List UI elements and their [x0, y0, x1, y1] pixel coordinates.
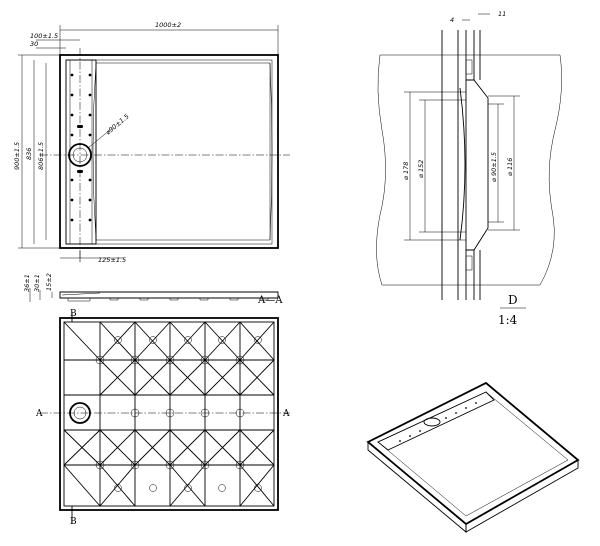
detail-dim-top-left: 4 [450, 16, 454, 24]
tray-bottom-outline [59, 317, 279, 511]
label-a-left: A [35, 409, 43, 419]
detail-dim-d1: ⌀ 178 [402, 162, 410, 180]
dim-width-offset: 100±1.5 [30, 32, 58, 40]
isometric-view [366, 381, 580, 533]
dim-drain-offset: 125±1.5 [98, 256, 126, 264]
support-feet [95, 336, 262, 492]
iso-drain-channel [377, 391, 495, 451]
dim-side-depth: 15±2 [45, 273, 53, 291]
dim-height: 900±1.5 [13, 142, 21, 170]
side-view: 36±1 30±1 15±2 A—A [23, 273, 283, 306]
support-ribs [63, 321, 275, 507]
detail-boundary [376, 54, 562, 286]
detail-profile [441, 30, 489, 300]
dim-width: 1000±2 [155, 21, 181, 29]
section-label: A—A [257, 295, 283, 306]
dim-side-rim: 30±1 [33, 274, 41, 292]
detail-dim-d3: ⌀ 90±1.5 [490, 152, 498, 182]
dim-width-small: 30 [30, 40, 38, 48]
detail-label: D [508, 293, 518, 307]
detail-dim-d2: ⌀ 152 [417, 160, 425, 178]
detail-d: 4 11 ⌀ 178 ⌀ 152 ⌀ 90±1.5 ⌀ 116 D 1:4 [376, 10, 562, 327]
detail-dim-d4: ⌀ 116 [506, 158, 514, 176]
screw-holes [70, 73, 92, 222]
label-b-top: B [70, 309, 77, 319]
iso-drain [423, 417, 441, 427]
drain-channel [65, 59, 97, 245]
tray-profile [59, 291, 279, 299]
tray-outline [59, 54, 279, 249]
label-b-bottom: B [70, 517, 77, 527]
bottom-view: B B A A [35, 309, 290, 527]
dim-height-inner: 836 [25, 148, 33, 160]
dim-height-inner2: 806±1.5 [37, 142, 45, 170]
detail-dim-top-right: 11 [498, 10, 506, 18]
iso-tray-top [366, 381, 580, 526]
dim-side-total: 36±1 [23, 274, 31, 292]
label-a-right: A [282, 409, 290, 419]
top-view: 1000±2 100±1.5 30 900±1.5 836 806±1.5 ⌀9… [13, 21, 290, 264]
tray-inner-rim [65, 59, 273, 245]
dim-drain-diameter: ⌀90±1.5 [104, 112, 131, 136]
tray-basin [95, 62, 271, 241]
detail-scale: 1:4 [498, 313, 518, 327]
